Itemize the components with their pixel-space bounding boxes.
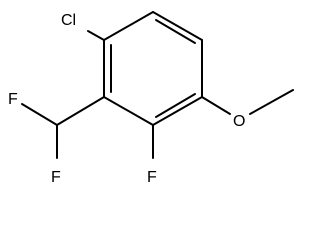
- atom-label-fluorine-ring: F: [147, 169, 157, 186]
- ring-bond-c4-c5: [103, 96, 154, 126]
- atom-label-chlorine: Cl: [61, 12, 76, 29]
- ring-double-bond-c3-c4: [155, 93, 196, 118]
- bond-difluoromethyl-f-upper: [21, 103, 58, 126]
- chemical-structure-diagram: Cl F F F O: [8, 11, 294, 186]
- ring-double-bond-c1-c2: [155, 19, 196, 44]
- atom-label-fluorine-upper: F: [8, 91, 18, 108]
- atom-label-oxygen: O: [233, 113, 245, 130]
- atom-label-fluorine-lower: F: [51, 169, 61, 186]
- ring-bond-c3-c4: [152, 96, 203, 126]
- bond-ring-difluoromethyl: [56, 96, 105, 126]
- bond-oxygen-methyl: [249, 89, 294, 115]
- ring-bond-c6-c1: [103, 11, 154, 41]
- ring-bond-c1-c2: [152, 11, 203, 41]
- bond-ring-oxygen: [201, 96, 231, 115]
- bond-ring-chlorine: [87, 30, 105, 41]
